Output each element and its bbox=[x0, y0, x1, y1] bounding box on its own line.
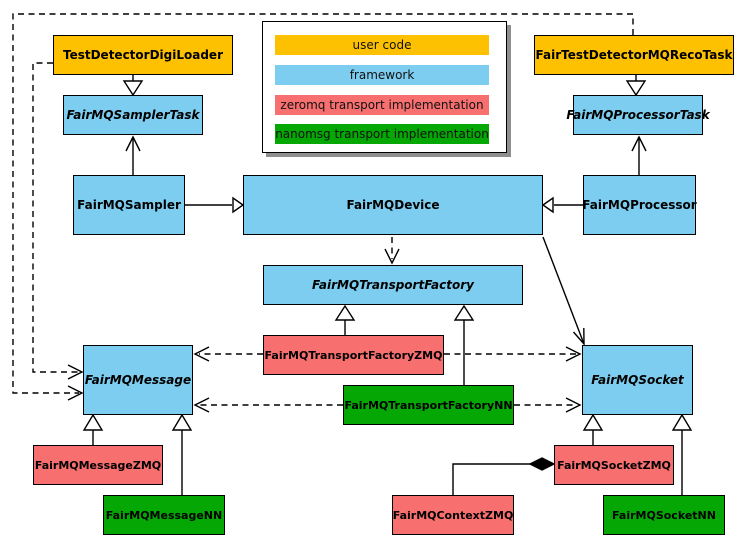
class-box-fairmqsampler: FairMQSampler bbox=[73, 175, 185, 235]
class-box-fairmqprocessor: FairMQProcessor bbox=[582, 175, 697, 235]
class-box-fairmqmessage: FairMQMessage bbox=[83, 345, 193, 415]
edge-sampler-device bbox=[185, 196, 245, 214]
legend-item-framework: framework bbox=[275, 65, 489, 85]
class-box-fairtestdetectormqrecotask: FairTestDetectorMQRecoTask bbox=[534, 35, 734, 75]
edge-tfzmq-transportfactory bbox=[334, 304, 356, 335]
class-box-fairmqcontextzmq: FairMQContextZMQ bbox=[392, 495, 514, 535]
class-box-fairmqdevice: FairMQDevice bbox=[243, 175, 543, 235]
legend-item-zeromq: zeromq transport implementation bbox=[275, 95, 489, 115]
edge-recotask-processortask bbox=[625, 75, 647, 97]
edge-tfnn-transportfactory bbox=[453, 304, 475, 385]
class-box-fairmqmessagenn: FairMQMessageNN bbox=[103, 495, 225, 535]
class-box-fairmqtransportfactorynn: FairMQTransportFactoryNN bbox=[343, 385, 514, 425]
class-box-fairmqprocessortask: FairMQProcessorTask bbox=[566, 95, 710, 135]
edge-processor-device bbox=[541, 196, 583, 214]
edge-messagezmq-message bbox=[82, 413, 104, 445]
edge-digiloader-samplertask bbox=[122, 75, 144, 97]
edge-tfnn-message bbox=[193, 397, 343, 413]
edge-messagenn-message bbox=[171, 413, 193, 495]
legend-item-user-code: user code bbox=[275, 35, 489, 55]
class-box-fairmqsocket: FairMQSocket bbox=[582, 345, 693, 415]
edge-tfzmq-socket bbox=[444, 346, 582, 362]
class-box-fairmqmessagezmq: FairMQMessageZMQ bbox=[33, 445, 163, 485]
class-box-fairmqsocketzmq: FairMQSocketZMQ bbox=[554, 445, 674, 485]
edge-socketnn-socket bbox=[671, 413, 693, 495]
edge-socketzmq-socket bbox=[582, 413, 604, 445]
class-box-fairmqsamplertask: FairMQSamplerTask bbox=[63, 95, 203, 135]
legend: user code framework zeromq transport imp… bbox=[262, 21, 507, 153]
class-box-fairmqtransportfactory: FairMQTransportFactory bbox=[263, 265, 523, 305]
legend-item-nanomsg: nanomsg transport implementation bbox=[275, 124, 489, 144]
edge-contextzmq-socketzmq bbox=[452, 457, 556, 495]
class-box-testdetectordigiloader: TestDetectorDigiLoader bbox=[53, 35, 233, 75]
edge-processor-processortask bbox=[631, 135, 647, 175]
edge-tfzmq-message bbox=[193, 346, 263, 362]
edge-tfnn-socket bbox=[514, 397, 582, 413]
class-box-fairmqsocketnn: FairMQSocketNN bbox=[603, 495, 725, 535]
edge-device-transportfactory bbox=[384, 237, 400, 265]
edge-sampler-samplertask bbox=[125, 135, 141, 175]
edge-device-socket bbox=[542, 236, 585, 346]
edge-recotask-message bbox=[12, 13, 634, 401]
class-box-fairmqtransportfactoryzmq: FairMQTransportFactoryZMQ bbox=[263, 335, 444, 375]
edge-digiloader-message bbox=[32, 62, 84, 380]
